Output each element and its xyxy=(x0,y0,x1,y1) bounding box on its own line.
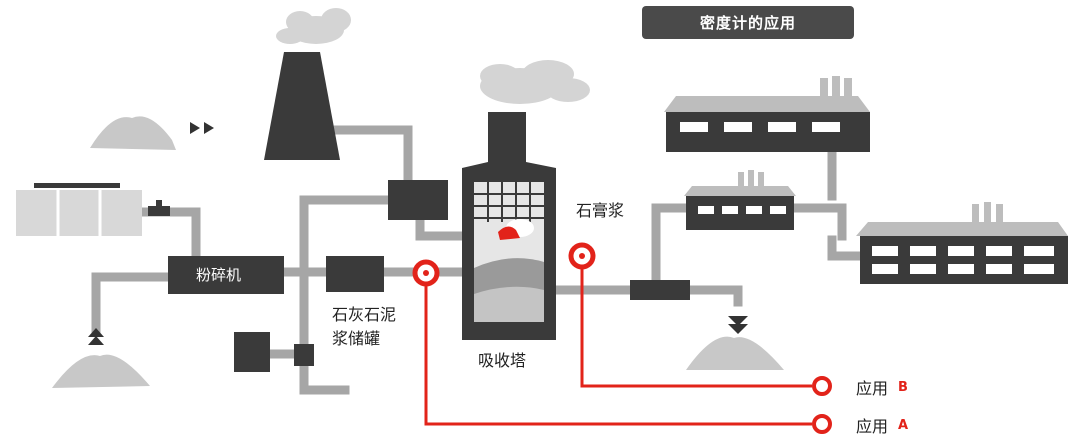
factory-right xyxy=(856,202,1068,284)
application-a-key: A xyxy=(898,417,909,433)
smoke-clouds xyxy=(276,8,590,104)
equipment xyxy=(168,180,690,372)
material-piles xyxy=(52,116,784,388)
pipes xyxy=(91,125,867,395)
chimney xyxy=(264,52,340,160)
storage-tanks xyxy=(16,183,170,236)
absorber-tower xyxy=(462,112,556,340)
absorber-label: 吸收塔 xyxy=(478,351,527,370)
pump-box xyxy=(630,280,690,300)
application-b-key: B xyxy=(898,379,908,395)
flow-arrows xyxy=(88,122,748,345)
factory-top xyxy=(664,76,870,152)
factory-middle xyxy=(684,170,796,230)
lime-tank-box xyxy=(326,256,384,292)
upper-box xyxy=(388,180,448,220)
crusher-box xyxy=(168,256,284,294)
measurement-points xyxy=(412,242,832,434)
lime-tank-label-line1: 石灰石泥 xyxy=(332,305,397,324)
crusher-label: 粉碎机 xyxy=(196,266,242,284)
small-box xyxy=(234,332,270,372)
app-a-marker xyxy=(812,414,832,434)
application-a-text: 应用 xyxy=(856,417,889,436)
application-a: 应用 A xyxy=(856,413,908,437)
page-title: 密度计的应用 xyxy=(642,6,854,39)
valve-box xyxy=(294,344,314,366)
application-b-text: 应用 xyxy=(856,379,889,398)
gypsum-label: 石膏浆 xyxy=(576,201,625,220)
lime-tank-label-line2: 浆储罐 xyxy=(332,329,381,348)
app-b-marker xyxy=(812,376,832,396)
measurement-lines xyxy=(424,262,812,426)
application-b: 应用 B xyxy=(856,375,908,399)
